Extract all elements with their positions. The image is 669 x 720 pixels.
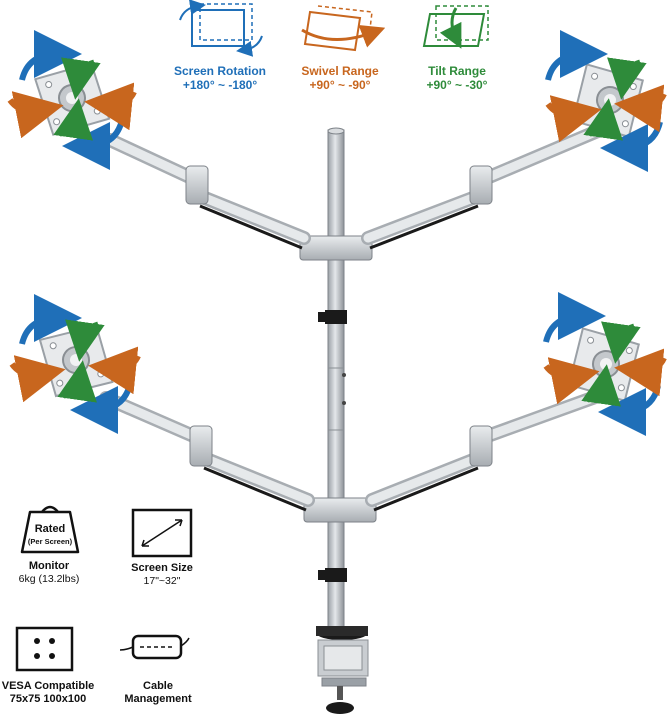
rotate-arrow-icon	[545, 30, 608, 81]
swivel-arrow-icon	[545, 95, 602, 143]
tilt-arrow-icon	[601, 321, 641, 364]
vesa-label: VESA Compatible	[1, 680, 95, 692]
swivel-arrow-icon	[84, 82, 137, 131]
cable-value: Management	[124, 693, 192, 705]
swivel-range-title: Swivel Range	[301, 64, 379, 78]
vesa-plate-upper-right	[571, 63, 644, 138]
tilt-arrow-icon	[53, 98, 93, 141]
center-pole	[318, 127, 347, 631]
monitor-weight-label: Monitor	[28, 560, 70, 572]
lower-right-arm	[365, 389, 605, 512]
upper-right-arm	[361, 123, 607, 250]
screen-size-label: Screen Size	[131, 562, 193, 574]
weight-badge-icon	[20, 505, 80, 554]
swivel-arrow-icon	[614, 84, 667, 133]
rated-badge-title: Rated	[34, 523, 66, 535]
upper-left-arm	[103, 133, 311, 250]
tilt-range-value: +90° ~ -30°	[426, 78, 488, 92]
cable-management-spec: Cable Management	[110, 680, 206, 706]
vesa-holes-icon	[15, 626, 74, 672]
rotate-arrow-icon	[543, 292, 606, 343]
tilt-arrow-icon	[57, 360, 97, 403]
tilt-arrow-icon	[581, 364, 621, 407]
vesa-value: 75x75 100x100	[9, 693, 87, 705]
cable-clip-icon	[119, 634, 190, 660]
tilt-arrow-icon	[61, 57, 101, 100]
monitor-weight-spec: Monitor 6kg (13.2lbs)	[0, 560, 98, 586]
cable-label: Cable	[143, 680, 173, 692]
swivel-range-value: +90° ~ -90°	[309, 78, 371, 92]
rated-badge-subtitle: (Per Screen)	[27, 537, 73, 546]
screen-rotation-range: +180° ~ -180°	[182, 78, 258, 92]
rotate-arrow-icon	[19, 30, 82, 81]
lower-left-arm	[99, 391, 315, 512]
swivel-arrow-icon	[543, 357, 600, 405]
swivel-arrow-icon	[88, 346, 141, 395]
rotate-arrow-icon	[179, 0, 263, 57]
rotate-arrow-icon	[19, 294, 82, 345]
tilt-range-label: Tilt Range +90° ~ -30°	[412, 64, 502, 92]
tilt-range-title: Tilt Range	[428, 64, 486, 78]
rated-badge: Rated (Per Screen)	[22, 523, 78, 548]
screen-diagonal-icon	[131, 508, 193, 558]
screen-rotation-title: Screen Rotation	[173, 64, 266, 78]
tilt-arrow-icon	[583, 98, 623, 141]
swivel-range-label: Swivel Range +90° ~ -90°	[290, 64, 390, 92]
tilt-arrow-icon	[607, 57, 647, 100]
screen-rotation-label: Screen Rotation +180° ~ -180°	[166, 64, 274, 92]
tilt-arrow-icon	[422, 5, 489, 49]
swivel-arrow-icon	[9, 355, 66, 403]
vesa-spec: VESA Compatible 75x75 100x100	[0, 680, 96, 706]
desk-clamp	[316, 626, 369, 714]
swivel-arrow-icon	[301, 5, 386, 52]
screen-size-spec: Screen Size 17"~32"	[116, 562, 208, 588]
tilt-arrow-icon	[65, 319, 105, 362]
monitor-weight-value: 6kg (13.2lbs)	[18, 573, 80, 585]
swivel-arrow-icon	[614, 348, 667, 397]
screen-size-value: 17"~32"	[143, 575, 181, 587]
swivel-arrow-icon	[7, 91, 64, 139]
